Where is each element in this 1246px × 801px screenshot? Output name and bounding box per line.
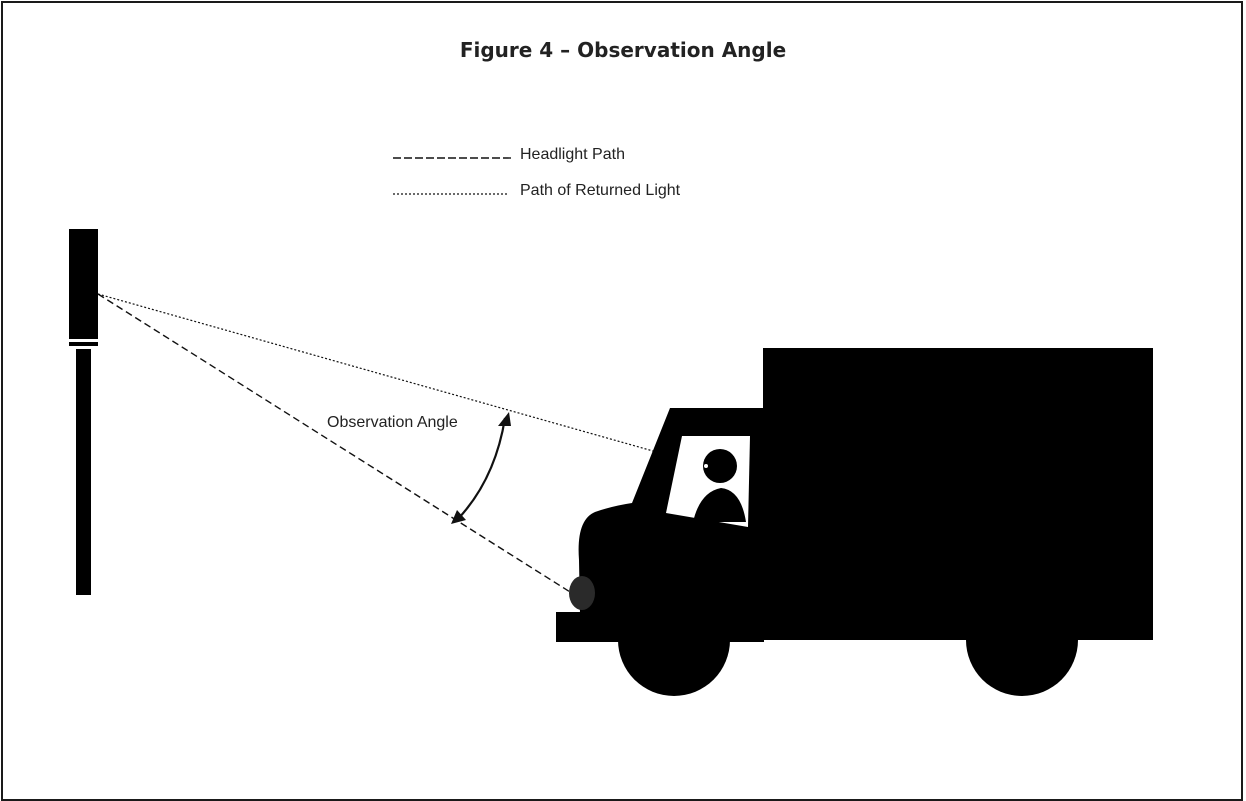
truck-rear-wheel — [966, 584, 1078, 696]
driver-eye — [704, 464, 708, 468]
arc-arrowhead-top — [498, 412, 511, 426]
observation-angle-label: Observation Angle — [327, 414, 458, 431]
truck-headlight — [569, 576, 595, 610]
returned-light-path — [97, 293, 707, 467]
truck-cargo-box — [763, 348, 1153, 640]
legend-returned-label: Path of Returned Light — [520, 182, 681, 199]
sign-post — [69, 229, 98, 595]
figure-title: Figure 4 – Observation Angle — [459, 38, 787, 62]
arc-arrowhead-bottom — [451, 510, 466, 524]
post-pole — [76, 349, 91, 595]
driver-body — [693, 488, 746, 522]
truck-front-wheel — [618, 584, 730, 696]
truck — [556, 348, 1153, 696]
headlight-path — [97, 293, 579, 598]
sign-panel — [69, 229, 98, 339]
sign-bracket — [69, 342, 98, 346]
observation-angle-arc — [451, 412, 511, 524]
driver-head — [703, 449, 737, 483]
legend-headlight-label: Headlight Path — [520, 146, 625, 163]
